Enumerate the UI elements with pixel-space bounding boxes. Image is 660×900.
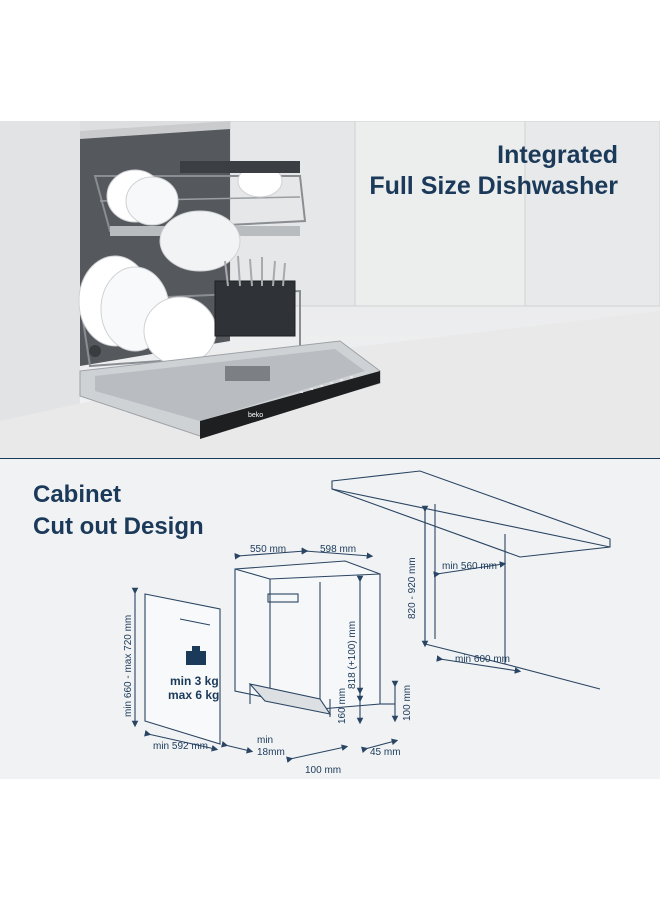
- dim-door-height: min 660 - max 720 mm: [123, 615, 134, 717]
- headline-line-1: Integrated: [497, 141, 618, 169]
- door-weight-max: max 6 kg: [168, 688, 219, 702]
- dim-width: 598 mm: [320, 544, 356, 555]
- door-weight-min: min 3 kg: [170, 674, 219, 688]
- dim-plinth-setback: 45 mm: [370, 747, 401, 758]
- dim-plinth-depth: 100 mm: [305, 765, 341, 776]
- diagram-title-line-1: Cabinet: [33, 481, 122, 508]
- product-headline: Integrated Full Size Dishwasher: [369, 140, 618, 202]
- dim-niche-depth: min 600 mm: [455, 654, 510, 665]
- dim-door-gap-value: 18mm: [257, 747, 285, 758]
- diagram-title: Cabinet Cut out Design: [33, 479, 204, 543]
- dim-door-width: min 592 mm: [153, 741, 208, 752]
- door-panel-outline: [144, 593, 221, 745]
- product-photo-panel: beko: [0, 121, 660, 459]
- diagram-title-line-2: Cut out Design: [33, 513, 204, 540]
- dim-plinth-height: 160 mm: [337, 688, 348, 724]
- dim-niche-width: min 560 mm: [442, 561, 497, 572]
- dim-plinth-adjust: 100 mm: [402, 685, 413, 721]
- dim-height-range: 820 - 920 mm: [407, 557, 418, 619]
- brand-logo-text: beko: [248, 412, 263, 419]
- countertop-outline: [331, 470, 611, 558]
- dim-depth: 550 mm: [250, 544, 286, 555]
- dishwasher-illustration: beko: [0, 121, 660, 459]
- dim-door-gap-min: min: [257, 735, 273, 746]
- headline-line-2: Full Size Dishwasher: [369, 172, 618, 200]
- dim-unit-height: 818 (+100) mm: [347, 621, 358, 689]
- weight-icon: [186, 646, 206, 665]
- cutout-dimension-diagram: 550 mm 598 mm 820 - 920 mm min 560 mm mi…: [123, 470, 611, 776]
